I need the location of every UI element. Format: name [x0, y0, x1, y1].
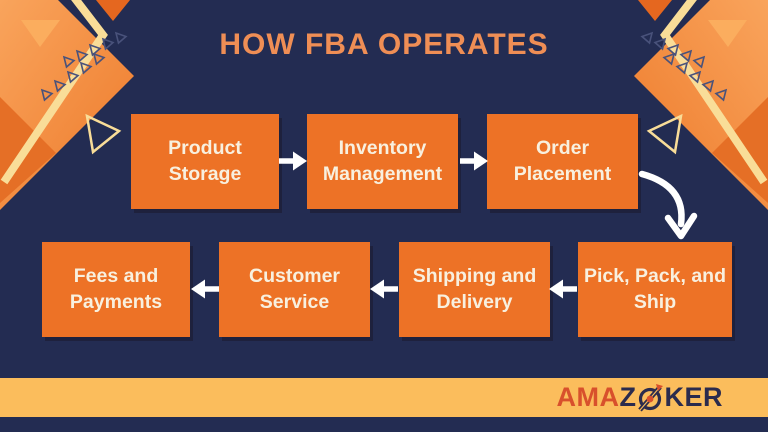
flow-box-label: Inventory Management [322, 137, 443, 185]
flow-box-customer-service: Customer Service [219, 242, 370, 337]
flow-box-product-storage: Product Storage [131, 114, 279, 209]
logo-text-z: Z [619, 382, 637, 412]
flow-box-label: Pick, Pack, and Ship [584, 265, 726, 313]
arrow-left-icon [549, 279, 577, 299]
compass-o-icon [638, 384, 664, 412]
arrow-left-icon [191, 279, 219, 299]
curved-arrow-icon [638, 170, 698, 240]
footer-bar: AMA Z KER [0, 378, 768, 417]
logo-text-ama: AMA [556, 382, 620, 412]
page-title: HOW FBA OPERATES [219, 28, 549, 61]
arrow-right-icon [279, 151, 307, 171]
arrow-left-icon [370, 279, 398, 299]
brand-logo: AMA Z KER [556, 381, 723, 414]
flow-box-label: Order Placement [513, 137, 612, 185]
flow-box-label: Product Storage [168, 137, 242, 185]
flow-box-label: Fees and Payments [69, 265, 163, 313]
flow-box-label: Shipping and Delivery [412, 265, 537, 313]
flow-box-inventory-management: Inventory Management [307, 114, 458, 209]
arrow-right-icon [460, 151, 488, 171]
flow-box-label: Customer Service [248, 265, 341, 313]
logo-text-ker: KER [664, 382, 723, 412]
flow-box-pick-pack-and-ship: Pick, Pack, and Ship [578, 242, 732, 337]
flow-box-order-placement: Order Placement [487, 114, 638, 209]
flow-box-shipping-and-delivery: Shipping and Delivery [399, 242, 550, 337]
flow-box-fees-and-payments: Fees and Payments [42, 242, 190, 337]
